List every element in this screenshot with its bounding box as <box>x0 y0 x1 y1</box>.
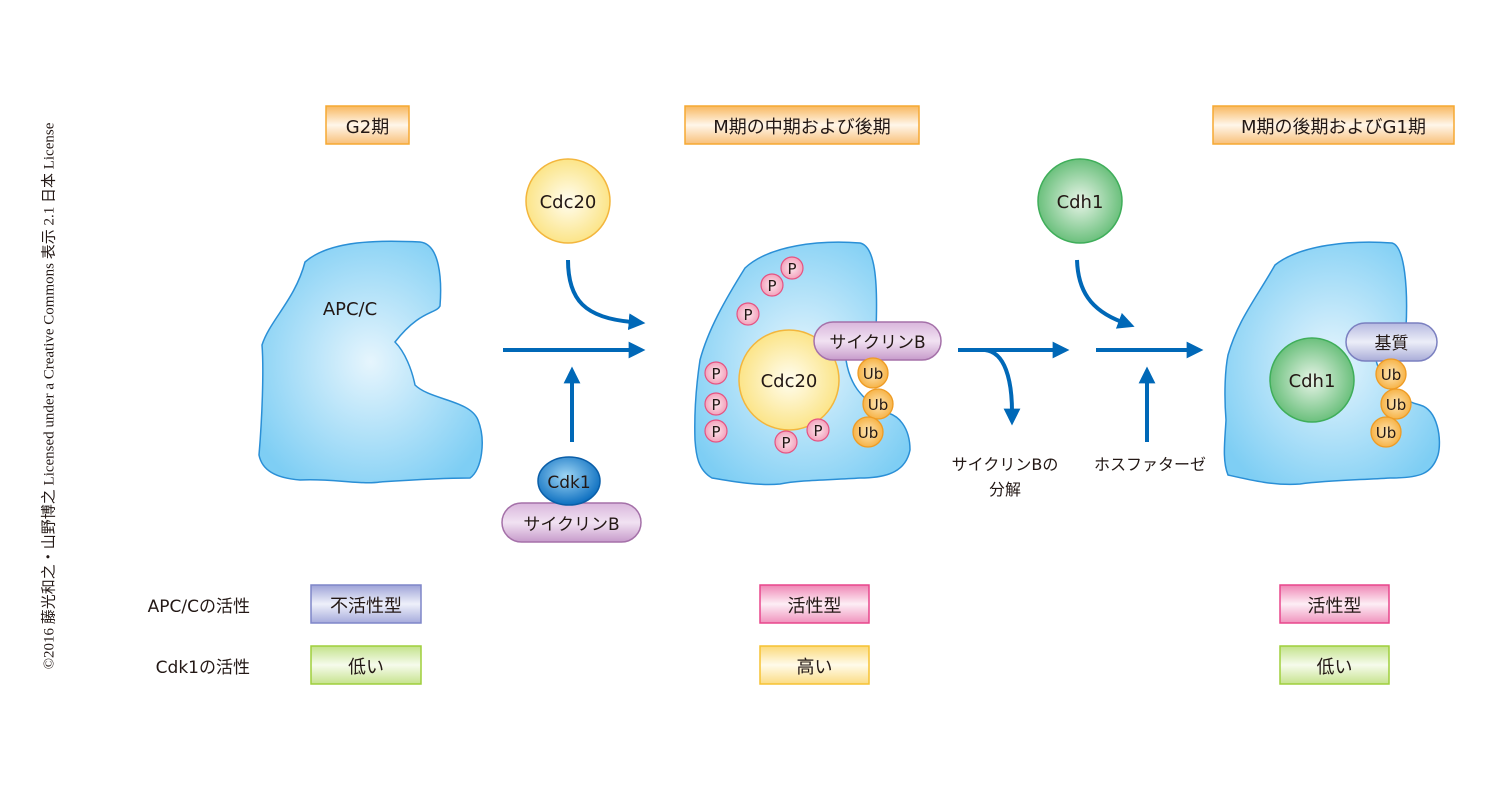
svg-text:P: P <box>711 365 720 383</box>
cdc20-bound-label: Cdc20 <box>761 371 818 392</box>
phase-label: M期の後期およびG1期 <box>1241 117 1426 138</box>
phosphate-group: P <box>774 430 798 454</box>
svg-text:P: P <box>743 306 752 324</box>
apc-c-complex-cdc20-active: Cdc20 P P P P P P P P サイクリンB Ub Ub Ub <box>694 241 942 486</box>
ubiquitin: Ub <box>1375 358 1407 390</box>
cdh1-label: Cdh1 <box>1057 192 1104 213</box>
ubiquitin: Ub <box>852 416 884 448</box>
cdc20-bound <box>738 329 840 431</box>
svg-text:P: P <box>767 277 776 295</box>
status-value: 活性型 <box>788 596 842 617</box>
cyclin-b-substrate-label: サイクリンB <box>829 333 925 353</box>
cdc20-label: Cdc20 <box>540 192 597 213</box>
arrow-cyclin-b-degradation <box>984 348 1021 426</box>
ubiquitin: Ub <box>857 357 889 389</box>
svg-text:P: P <box>781 434 790 452</box>
svg-text:Ub: Ub <box>868 396 889 414</box>
svg-text:P: P <box>711 423 720 441</box>
phosphate-group: P <box>704 392 728 416</box>
apc-c-complex-inactive: APC/C <box>258 240 483 484</box>
phase-label: G2期 <box>346 117 389 138</box>
substrate-label: 基質 <box>1375 334 1409 354</box>
cyclin-b-label: サイクリンB <box>523 515 619 535</box>
phase-header-m-anaphase-g1: M期の後期およびG1期 <box>1212 105 1455 145</box>
svg-text:Ub: Ub <box>858 424 879 442</box>
status-value: 活性型 <box>1308 596 1362 617</box>
status-box-active <box>1279 584 1390 624</box>
row-label: Cdk1の活性 <box>156 658 250 678</box>
cyclin-degradation-label: サイクリンBの <box>952 455 1059 474</box>
row-label: APC/Cの活性 <box>148 597 250 617</box>
svg-text:P: P <box>813 422 822 440</box>
ubiquitin: Ub <box>862 388 894 420</box>
cdh1-bound-label: Cdh1 <box>1289 371 1336 392</box>
svg-text:Ub: Ub <box>1386 396 1407 414</box>
status-box-low <box>1279 645 1390 685</box>
phase-header-g2: G2期 <box>325 105 410 145</box>
phosphate-group: P <box>704 361 728 385</box>
svg-text:P: P <box>787 260 796 278</box>
phosphate-group: P <box>780 256 804 280</box>
cdk1-cyclinb-complex: サイクリンB Cdk1 <box>501 456 642 543</box>
status-box-low <box>310 645 422 685</box>
phosphate-group: P <box>806 418 830 442</box>
status-value: 高い <box>797 657 833 678</box>
apc-c-label: APC/C <box>323 299 377 320</box>
ubiquitin: Ub <box>1370 416 1402 448</box>
phosphatase-label: ホスファターゼ <box>1094 455 1206 474</box>
activity-row-cdk1: Cdk1の活性 低い 高い 低い <box>156 645 1390 685</box>
arrow-cdh1-binding <box>1075 259 1135 329</box>
cdk1-label: Cdk1 <box>547 473 590 493</box>
svg-text:Ub: Ub <box>1376 424 1397 442</box>
cdc20-free: Cdc20 <box>525 158 611 244</box>
phosphate-group: P <box>760 273 784 297</box>
status-box-high <box>759 645 870 685</box>
status-box-active <box>759 584 870 624</box>
svg-text:Ub: Ub <box>863 365 884 383</box>
cdh1-free: Cdh1 <box>1037 158 1123 244</box>
cdk1-ellipse <box>537 456 601 506</box>
ubiquitin: Ub <box>1380 388 1412 420</box>
svg-text:Ub: Ub <box>1381 366 1402 384</box>
apc-c-complex-cdh1-active: Cdh1 基質 Ub Ub Ub <box>1223 241 1441 486</box>
phase-header-m-metaphase-anaphase: M期の中期および後期 <box>684 105 920 145</box>
status-value: 不活性型 <box>330 596 402 617</box>
copyright-notice: ©2016 藤光和之・山野博之 Licensed under a Creativ… <box>41 122 58 670</box>
phosphate-group: P <box>736 302 760 326</box>
cyclin-degradation-label-2: 分解 <box>989 480 1021 499</box>
arrow-cdc20-binding <box>566 259 646 331</box>
phase-label: M期の中期および後期 <box>713 117 891 138</box>
status-value: 低い <box>1317 657 1353 678</box>
cdh1-bound <box>1269 337 1355 423</box>
svg-text:P: P <box>711 396 720 414</box>
activity-row-apc-c: APC/Cの活性 不活性型 活性型 活性型 <box>148 584 1390 624</box>
status-box-inactive <box>310 584 422 624</box>
phosphate-group: P <box>704 419 728 443</box>
status-value: 低い <box>348 657 384 678</box>
